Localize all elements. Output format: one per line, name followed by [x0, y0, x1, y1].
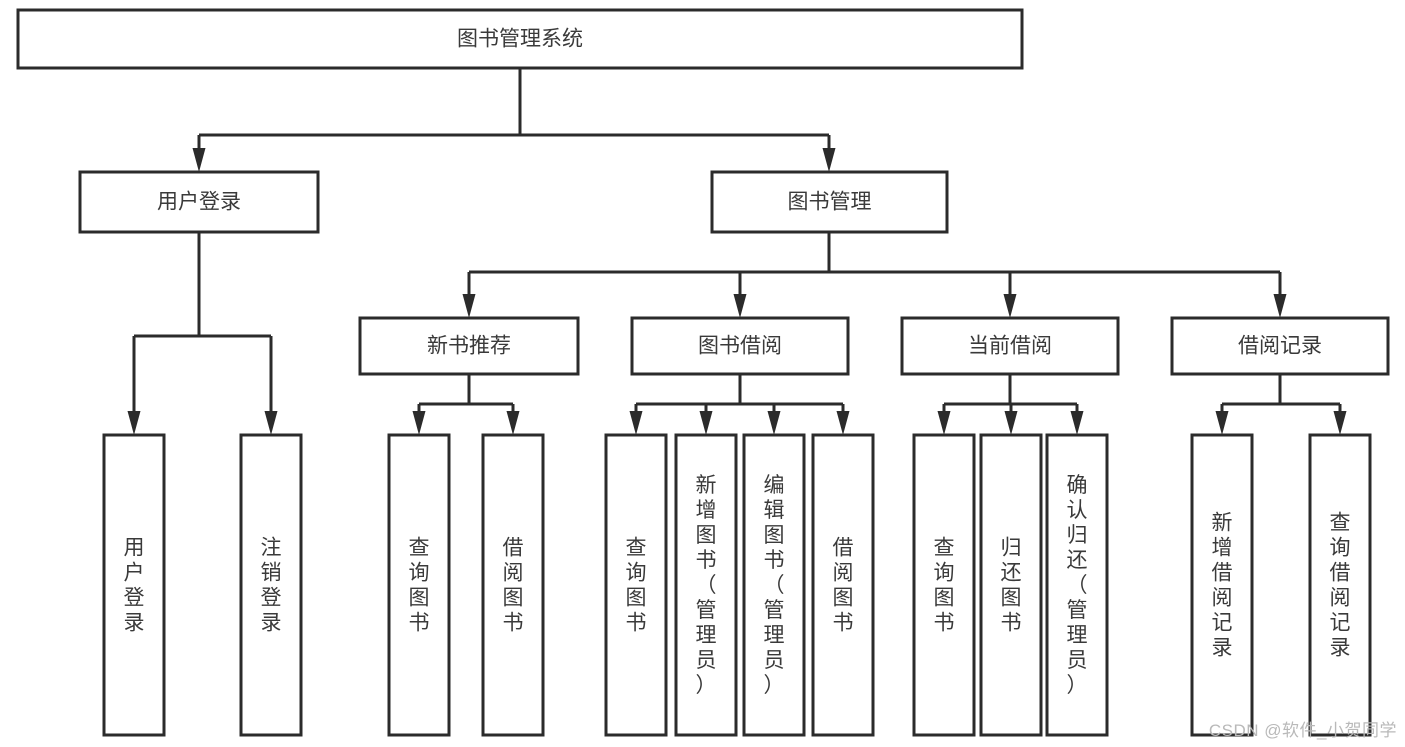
- node-box[interactable]: [481, 433, 545, 737]
- arrow-head-icon: [822, 148, 836, 172]
- node-label: 查询图书: [934, 537, 955, 635]
- node-box[interactable]: [674, 433, 738, 737]
- node-leaf-borrow-book-2[interactable]: 借阅图书: [811, 433, 875, 737]
- node-label: 借阅图书: [833, 537, 854, 635]
- csdn-watermark: CSDN @软件_小贺同学: [1208, 721, 1397, 740]
- node-user-login[interactable]: 用户登录: [78, 170, 320, 234]
- connector-borrow-record: [1215, 374, 1347, 435]
- node-box[interactable]: [630, 316, 850, 376]
- node-label: 归还图书: [1001, 537, 1022, 635]
- node-leaf-query-book-3[interactable]: 查询图书: [912, 433, 976, 737]
- node-layer: 图书管理系统用户登录图书管理新书推荐图书借阅当前借阅借阅记录用户登录注销登录查询…: [16, 8, 1390, 737]
- node-box[interactable]: [604, 433, 668, 737]
- node-new-book-rec[interactable]: 新书推荐: [358, 316, 580, 376]
- node-book-borrow[interactable]: 图书借阅: [630, 316, 850, 376]
- node-label: 借阅图书: [503, 537, 524, 635]
- node-label: 图书借阅: [698, 335, 782, 358]
- node-borrow-record[interactable]: 借阅记录: [1170, 316, 1390, 376]
- node-label: 确认归还（管理员）: [1067, 474, 1088, 697]
- node-box[interactable]: [742, 433, 806, 737]
- node-leaf-edit-book[interactable]: 编辑图书（管理员）: [742, 433, 806, 737]
- node-label: 图书管理系统: [457, 28, 583, 51]
- node-box[interactable]: [979, 433, 1043, 737]
- node-box[interactable]: [16, 8, 1024, 70]
- node-label: 新书推荐: [427, 335, 511, 358]
- node-box[interactable]: [78, 170, 320, 234]
- node-box[interactable]: [811, 433, 875, 737]
- connector-current-borrow: [937, 374, 1084, 435]
- arrow-head-icon: [462, 294, 476, 318]
- node-box[interactable]: [1170, 316, 1390, 376]
- arrow-head-icon: [629, 411, 643, 435]
- connector-root: [192, 68, 836, 172]
- node-box[interactable]: [912, 433, 976, 737]
- node-label: 查询图书: [409, 537, 430, 635]
- connector-user-login: [127, 232, 278, 435]
- node-label: 当前借阅: [968, 335, 1052, 358]
- connector-new-book-rec: [412, 374, 520, 435]
- node-leaf-confirm-return[interactable]: 确认归还（管理员）: [1045, 433, 1109, 737]
- node-box[interactable]: [239, 433, 303, 737]
- node-leaf-add-book[interactable]: 新增图书（管理员）: [674, 433, 738, 737]
- node-leaf-query-record[interactable]: 查询借阅记录: [1308, 433, 1372, 737]
- node-book-manage[interactable]: 图书管理: [710, 170, 949, 234]
- node-leaf-query-book-2[interactable]: 查询图书: [604, 433, 668, 737]
- arrow-head-icon: [937, 411, 951, 435]
- arrow-head-icon: [836, 411, 850, 435]
- node-leaf-return-book[interactable]: 归还图书: [979, 433, 1043, 737]
- node-box[interactable]: [387, 433, 451, 737]
- node-leaf-user-login[interactable]: 用户登录: [102, 433, 166, 737]
- node-label: 新增图书（管理员）: [696, 474, 717, 697]
- node-leaf-borrow-book-1[interactable]: 借阅图书: [481, 433, 545, 737]
- node-leaf-logout[interactable]: 注销登录: [239, 433, 303, 737]
- node-label: 注销登录: [261, 537, 282, 635]
- node-box[interactable]: [1045, 433, 1109, 737]
- arrow-head-icon: [192, 148, 206, 172]
- node-box[interactable]: [710, 170, 949, 234]
- arrow-head-icon: [1215, 411, 1229, 435]
- node-leaf-query-book-1[interactable]: 查询图书: [387, 433, 451, 737]
- arrow-head-icon: [767, 411, 781, 435]
- arrow-head-icon: [506, 411, 520, 435]
- connector-book-manage: [462, 232, 1287, 318]
- node-box[interactable]: [1190, 433, 1254, 737]
- node-label: 图书管理: [788, 191, 872, 214]
- arrow-head-icon: [1070, 411, 1084, 435]
- arrow-head-icon: [1004, 411, 1018, 435]
- node-label: 新增借阅记录: [1212, 512, 1233, 660]
- node-box[interactable]: [900, 316, 1120, 376]
- node-label: 用户登录: [157, 191, 241, 214]
- arrow-head-icon: [1273, 294, 1287, 318]
- arrow-head-icon: [699, 411, 713, 435]
- arrow-head-icon: [1333, 411, 1347, 435]
- connector-book-borrow: [629, 374, 850, 435]
- node-label: 查询借阅记录: [1330, 512, 1351, 660]
- arrow-head-icon: [412, 411, 426, 435]
- node-root[interactable]: 图书管理系统: [16, 8, 1024, 70]
- arrow-head-icon: [733, 294, 747, 318]
- node-box[interactable]: [102, 433, 166, 737]
- node-label: 用户登录: [124, 537, 145, 635]
- node-label: 编辑图书（管理员）: [764, 474, 785, 697]
- arrow-head-icon: [264, 411, 278, 435]
- arrow-head-icon: [1003, 294, 1017, 318]
- node-box[interactable]: [1308, 433, 1372, 737]
- node-label: 查询图书: [626, 537, 647, 635]
- node-box[interactable]: [358, 316, 580, 376]
- connector-layer: [127, 68, 1347, 435]
- node-current-borrow[interactable]: 当前借阅: [900, 316, 1120, 376]
- node-label: 借阅记录: [1238, 335, 1322, 358]
- node-leaf-add-record[interactable]: 新增借阅记录: [1190, 433, 1254, 737]
- arrow-head-icon: [127, 411, 141, 435]
